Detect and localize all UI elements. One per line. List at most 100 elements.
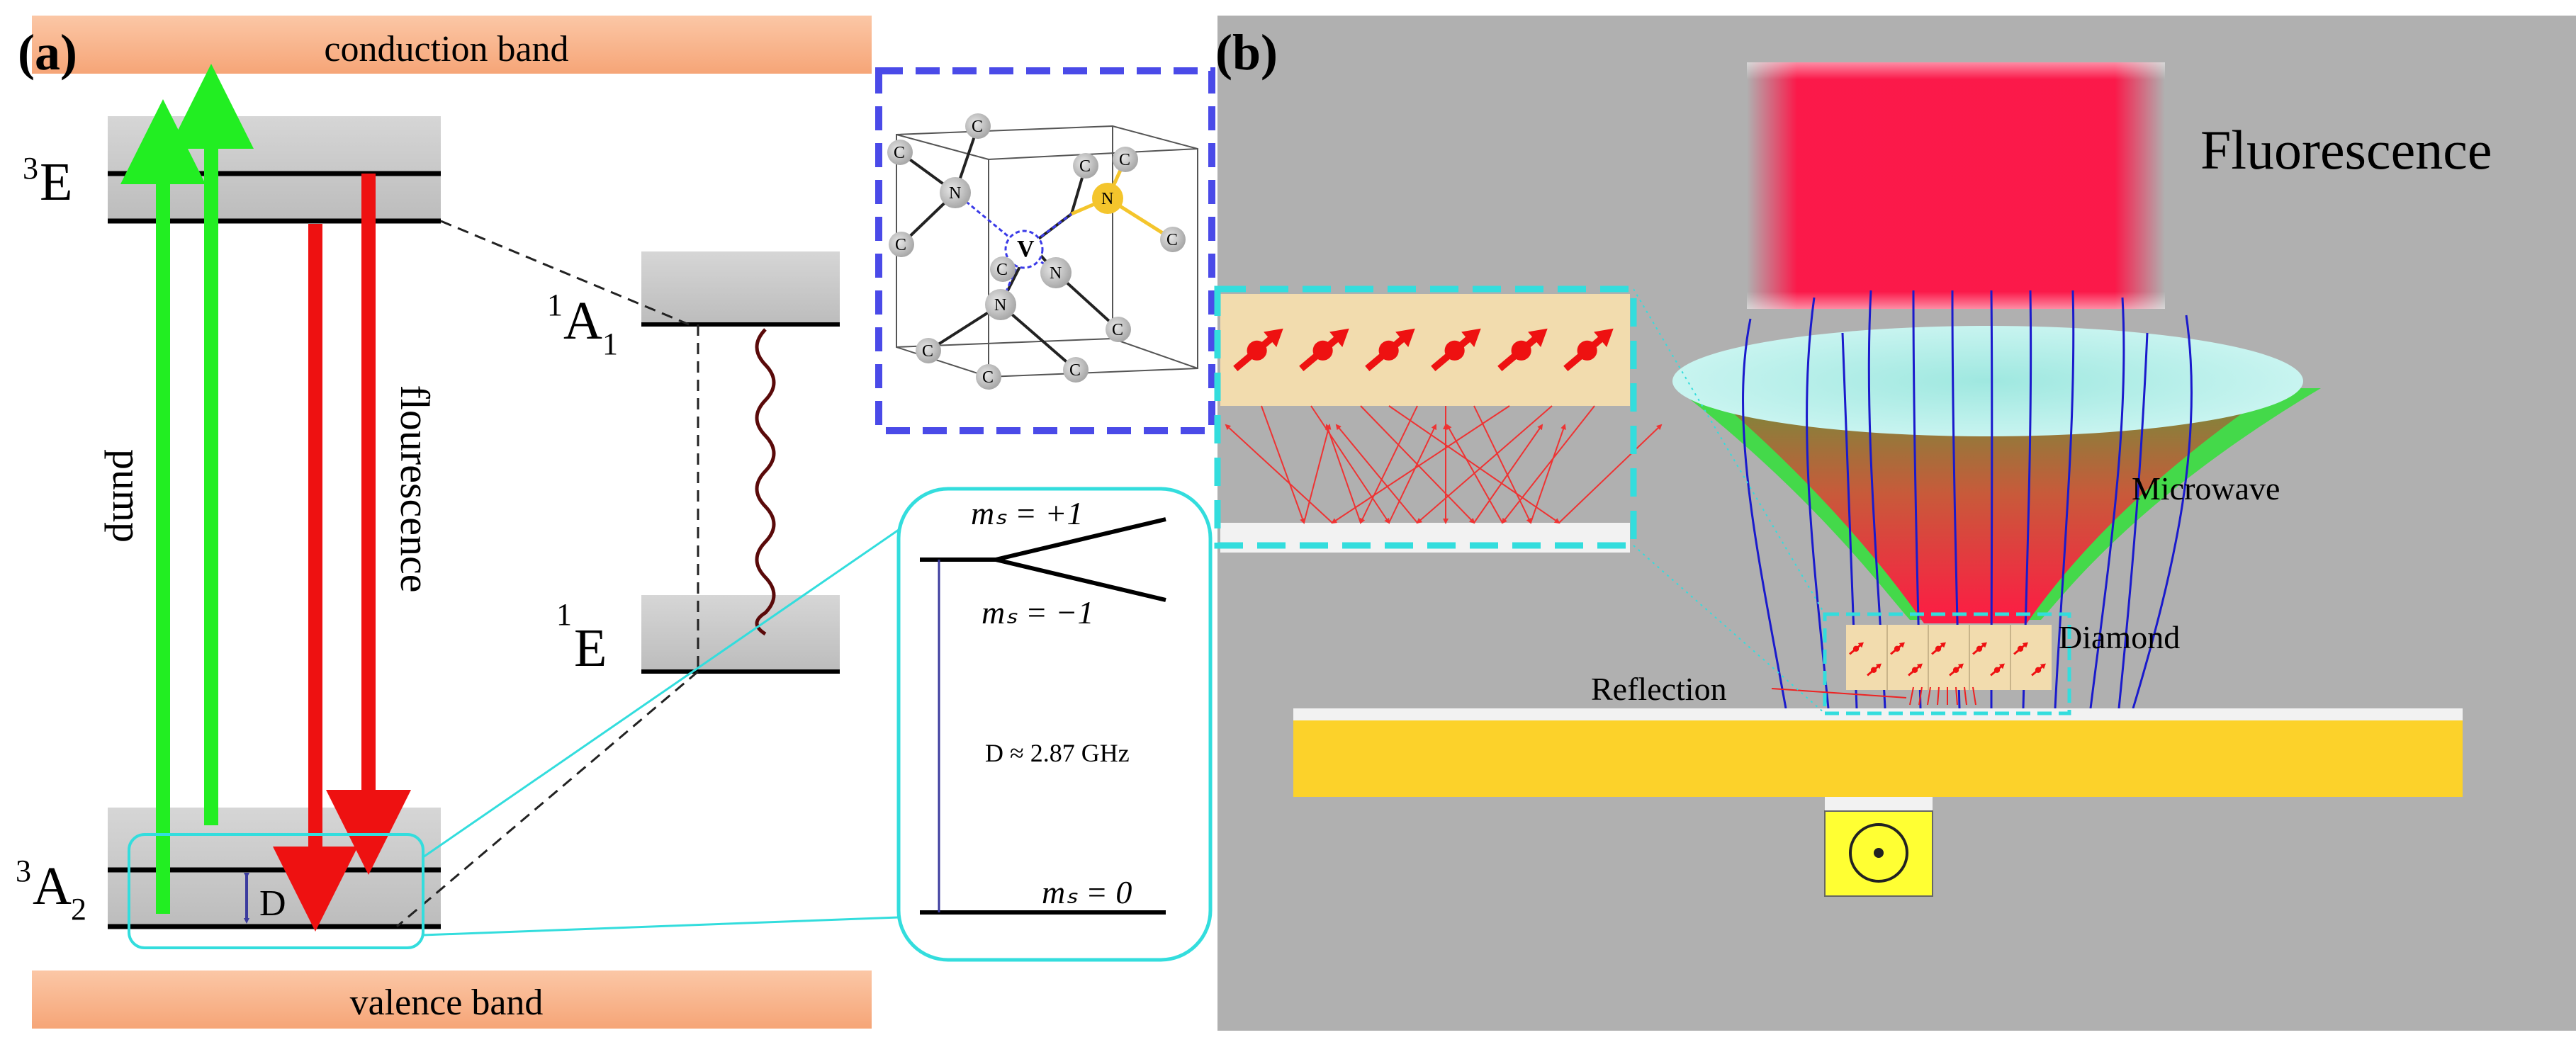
state-1A1-sup: 1 [547,288,563,322]
state-1E-sup: 1 [556,597,572,632]
reflection-ray [1331,405,1510,524]
spin-icon [1849,642,1864,655]
lattice-atom-label: C [1166,231,1178,249]
state-3A2-sub: 2 [71,892,86,927]
port-dot [1874,848,1884,858]
spin-icon [1908,663,1923,677]
reflection-ray [1388,424,1437,524]
lattice-structure [896,125,1198,378]
reflection-pointer [1771,688,1907,698]
spin-icon [1972,642,1987,655]
zoom-connector-top [422,528,899,859]
reflection-ray [1388,405,1560,524]
zoom-connector-bottom [422,916,899,936]
diamond-spins [1849,642,2046,677]
zoom-box [896,487,1213,962]
reflection-ray [1360,405,1475,524]
lattice-atom [1113,147,1138,172]
lattice-atom-label: C [894,144,905,162]
diamond-crystal [1846,625,2052,690]
spin-icon [1365,328,1415,371]
state-1A1: A [563,291,602,351]
lattice-atom-label: C [1119,151,1130,169]
level-1A1-box [641,251,840,324]
lattice-atom [990,256,1016,282]
lattice-atom-label: N [1101,190,1113,208]
state-1A1-sub: 1 [602,327,618,361]
zoom-branch-plus [995,517,1166,562]
spin-icon [1563,328,1614,371]
lattice-atom [1092,183,1123,214]
lattice-atom [1160,227,1186,252]
lattice-atom [985,289,1016,320]
lattice-atom-label: C [1112,321,1123,339]
lattice-atom [940,177,971,208]
state-3A2: A [33,856,72,916]
reflection-ray [1261,405,1305,524]
valence-band [32,970,872,1029]
spin-icon [1949,663,1964,677]
reflection-ray [1530,424,1566,524]
reflection-label: Reflection [1591,671,1727,707]
lattice-atom-label: C [972,118,983,136]
reflection-ray [1473,405,1531,524]
zoom-splitting-label: D ≈ 2.87 GHz [985,739,1130,767]
lattice-atom-label: C [996,261,1008,279]
spin-icon [1931,642,1946,655]
lattice-atom-label: N [1050,264,1062,283]
lattice-atom [1073,153,1098,179]
spin-icon [1233,328,1283,371]
lattice-atom [916,338,941,363]
spin-icon [1497,328,1548,371]
panel-a: conduction band valence band (a) 3 E 3 A… [16,16,1215,1029]
level-1E-box [641,595,840,672]
lattice-atom-label: C [1069,361,1081,380]
objective-lens [1672,326,2303,436]
vacancy-site [1004,230,1044,269]
reflection-ray [1225,424,1333,524]
inset-diamond [1220,294,1630,406]
lattice-atom-label: C [1079,157,1091,176]
microwave-label: Microwave [2132,470,2280,506]
spin-icon [1431,328,1481,371]
lattice-atom-label: C [982,368,994,387]
panel-b: (b) Fluorescence Microwave [1214,16,2576,1031]
inset-reflection-rays [1225,405,1663,524]
reflection-ray [1360,405,1418,524]
dashed-1E-to-3A2 [396,670,699,928]
fluorescence-label: Fluorescence [2200,119,2492,181]
D-label: D [259,883,286,924]
inset-connector-bottom [1633,545,1826,714]
lattice-atom-label: N [949,184,961,203]
reflection-ray [1416,405,1553,524]
lattice-atom [976,364,1001,390]
dashed-3E-to-1A1 [440,220,690,326]
substrate-gold [1293,720,2463,797]
spin-icon [1990,663,2005,677]
zoom-ms-plus: mₛ = +1 [971,495,1083,531]
state-3A2-sup: 3 [16,854,31,888]
reflection-ray [1446,424,1503,524]
spin-icon [1890,642,1905,655]
laser-beam-fade [1747,62,2165,309]
reflection-ray [1501,405,1595,524]
inset-connector-top [1633,288,1826,615]
lattice-atom-label: V [1017,236,1035,262]
state-3E-sup: 3 [23,151,38,186]
inset-frame [1214,285,1637,549]
lattice-atom-label: C [895,236,906,254]
state-1E: E [574,618,607,678]
lattice-atom-label: N [994,296,1006,315]
lattice-atom [889,232,914,257]
reflection-ray [1335,424,1418,524]
state-3E: E [40,152,72,212]
spin-icon [1867,663,1882,677]
reflection-small-lines [1909,686,1976,706]
reflection-ray [1310,405,1390,524]
reflection-ray [1325,424,1361,524]
zoom-branch-minus [995,558,1166,602]
lattice-atom [1106,317,1131,342]
spin-icon [2013,642,2028,655]
zoom-ms-zero: mₛ = 0 [1042,874,1132,910]
port-outer-ring [1849,823,1908,883]
